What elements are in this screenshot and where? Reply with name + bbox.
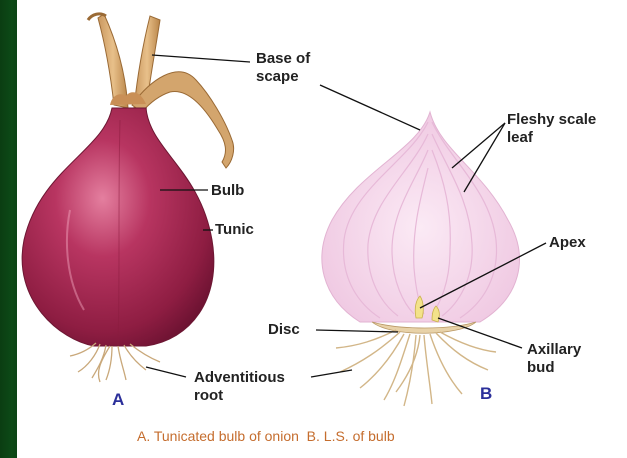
label-adventitious-root: Adventitious root bbox=[194, 369, 285, 405]
label-tunic: Tunic bbox=[215, 221, 254, 239]
label-fleshy-scale-leaf: Fleshy scale leaf bbox=[507, 111, 596, 147]
onion-bulb-a bbox=[22, 108, 214, 346]
bulb-section-b bbox=[322, 112, 520, 333]
figure-caption: A. Tunicated bulb of onion B. L.S. of bu… bbox=[137, 428, 395, 444]
label-apex: Apex bbox=[549, 234, 586, 252]
roots-a bbox=[70, 343, 160, 382]
figure-letter-a: A bbox=[112, 390, 124, 410]
label-bulb: Bulb bbox=[211, 182, 244, 200]
label-disc: Disc bbox=[268, 321, 300, 339]
roots-b bbox=[336, 330, 496, 406]
label-axillary-bud: Axillary bud bbox=[527, 341, 581, 377]
label-base-of-scape: Base of scape bbox=[256, 50, 310, 86]
figure-letter-b: B bbox=[480, 384, 492, 404]
